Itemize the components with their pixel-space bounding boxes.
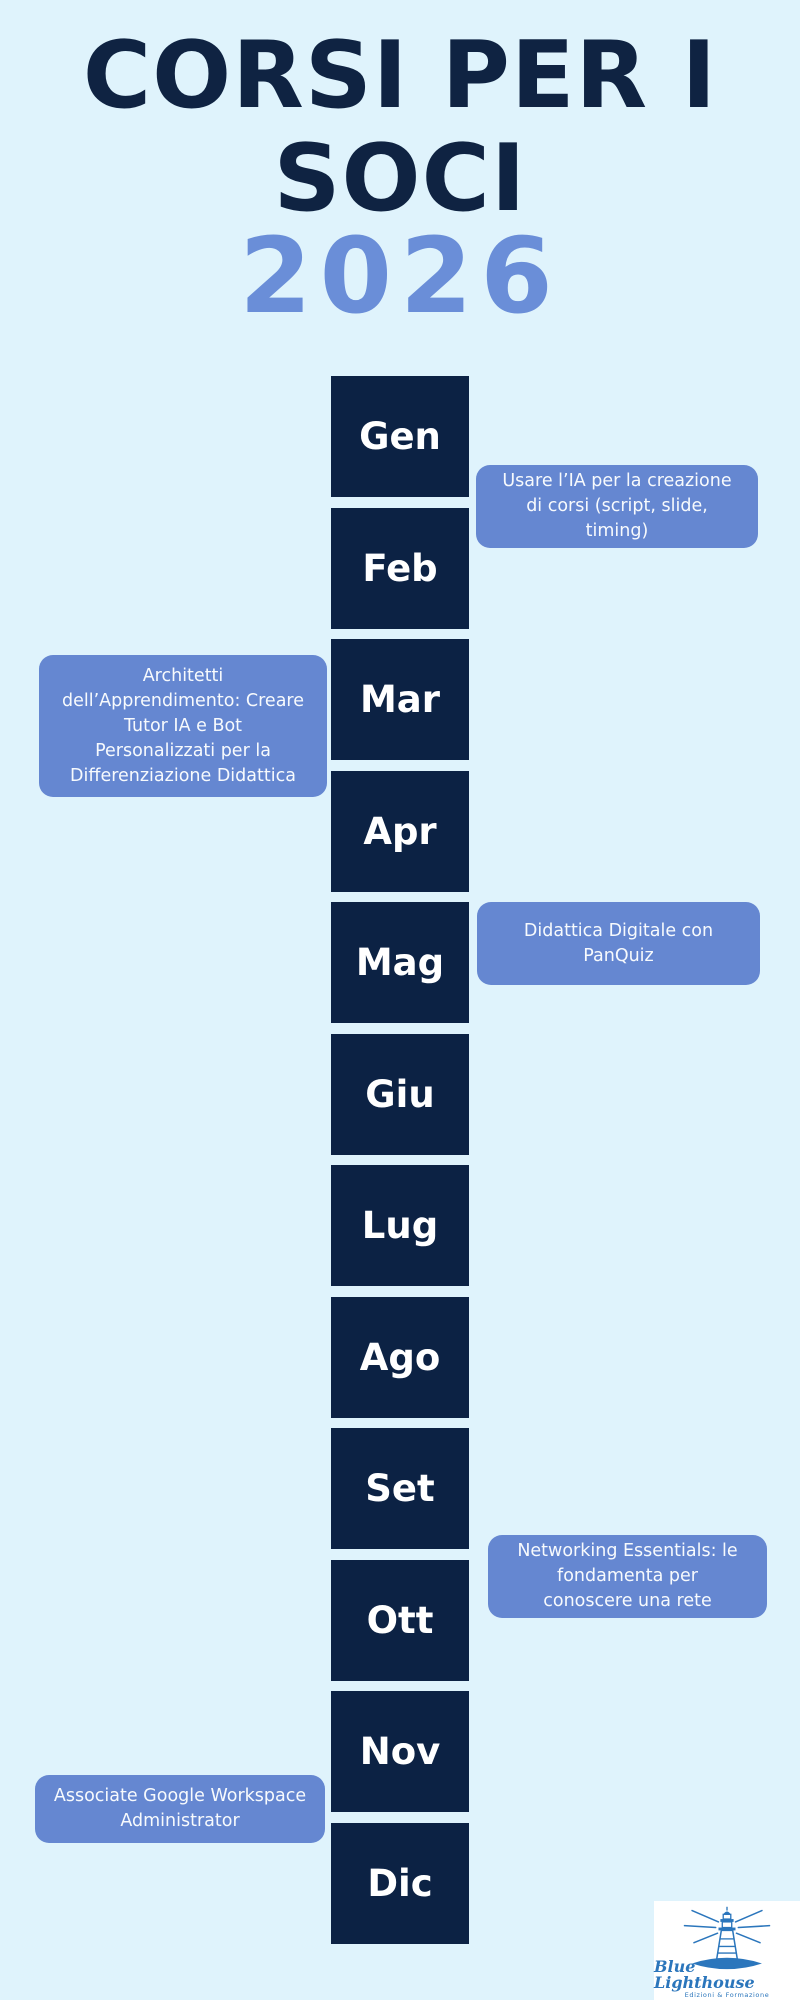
month-box-feb: Feb (331, 507, 469, 629)
title-line-1: CORSI PER I (82, 21, 718, 129)
month-box-ago: Ago (331, 1296, 469, 1418)
month-box-dic: Dic (331, 1822, 469, 1944)
title-year: 2026 (239, 215, 561, 337)
month-box-ott: Ott (331, 1559, 469, 1681)
title-line-2: SOCI (273, 124, 527, 232)
month-label: Ago (359, 1335, 441, 1379)
month-label: Mag (355, 941, 445, 984)
month-box-apr: Apr (331, 770, 469, 892)
logo-card: Blue Lighthouse Edizioni & Formazione (654, 1901, 800, 2000)
month-label: Ott (366, 1598, 434, 1642)
lighthouse-icon (683, 1906, 771, 1970)
callout-networking-essentials: Networking Essentials: le fondamenta per… (488, 1535, 767, 1618)
month-label: Apr (363, 809, 437, 853)
timeline: Gen Feb Mar Apr Mag Giu Lug Ago Set Ott … (331, 376, 469, 1944)
month-box-nov: Nov (331, 1691, 469, 1812)
month-box-set: Set (331, 1428, 469, 1549)
month-box-lug: Lug (331, 1165, 469, 1286)
month-box-mar: Mar (331, 639, 469, 760)
page-title: CORSI PER I SOCI (0, 24, 800, 230)
month-box-mag: Mag (331, 902, 469, 1023)
month-label: Lug (361, 1204, 439, 1247)
callout-usare-ia: Usare l’IA per la creazione di corsi (sc… (476, 465, 758, 548)
month-label: Set (365, 1467, 435, 1510)
logo-tagline: Edizioni & Formazione (684, 1991, 770, 1999)
callout-google-workspace: Associate Google Workspace Administrator (35, 1775, 325, 1843)
month-label: Nov (359, 1730, 441, 1773)
logo-wordmark: Blue Lighthouse (654, 1957, 755, 1992)
month-label: Gen (359, 415, 441, 458)
month-label: Mar (359, 678, 441, 721)
month-label: Dic (367, 1861, 433, 1905)
month-label: Feb (362, 546, 438, 590)
month-box-giu: Giu (331, 1033, 469, 1155)
callout-architetti-apprendimento: Architetti dell’Apprendimento: Creare Tu… (39, 655, 327, 797)
month-label: Giu (365, 1072, 435, 1116)
callout-didattica-panquiz: Didattica Digitale con PanQuiz (477, 902, 760, 985)
month-box-gen: Gen (331, 376, 469, 497)
